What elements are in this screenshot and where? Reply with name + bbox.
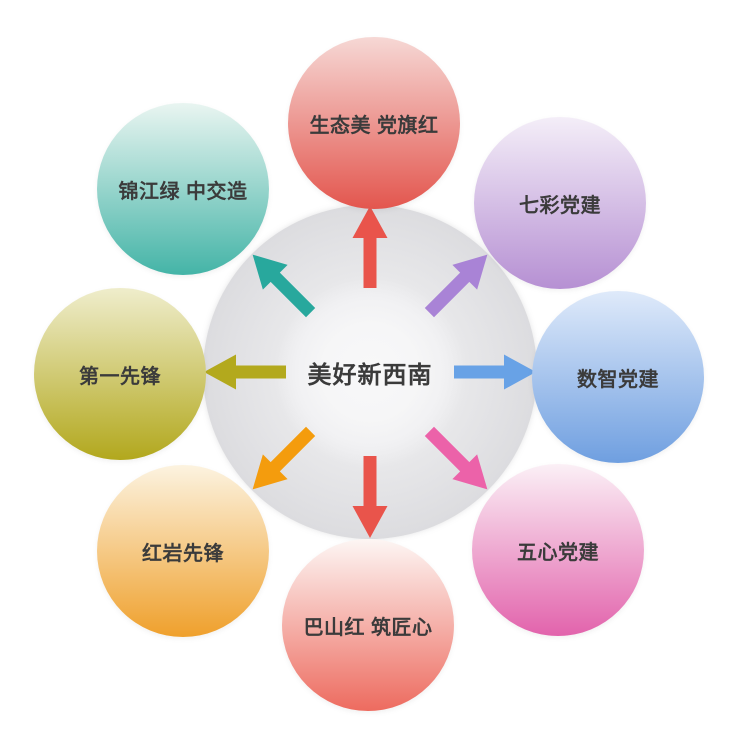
arrow-top bbox=[352, 206, 388, 288]
node-label: 数智党建 bbox=[577, 368, 659, 391]
node-label: 红岩先锋 bbox=[142, 542, 224, 565]
node-label: 五心党建 bbox=[517, 541, 599, 564]
arrow-left bbox=[204, 354, 286, 390]
node-label: 第一先锋 bbox=[79, 365, 161, 388]
arrow-bottom-left bbox=[252, 426, 316, 490]
hub-label: 美好新西南 bbox=[307, 361, 433, 389]
node-circle-left: 第一先锋 bbox=[34, 288, 206, 460]
node-circle-top-left: 锦江绿 中交造 bbox=[97, 103, 269, 275]
node-label: 巴山红 筑匠心 bbox=[303, 616, 433, 639]
node-circle-bottom-left: 红岩先锋 bbox=[97, 465, 269, 637]
arrow-top-right bbox=[424, 254, 488, 318]
node-circle-bottom-right: 五心党建 bbox=[472, 464, 644, 636]
node-circle-bottom: 巴山红 筑匠心 bbox=[282, 539, 454, 711]
arrow-bottom bbox=[352, 456, 388, 538]
node-label: 七彩党建 bbox=[519, 194, 601, 217]
node-circle-top-right: 七彩党建 bbox=[474, 117, 646, 289]
arrow-bottom-right bbox=[424, 426, 488, 490]
node-circle-top: 生态美 党旗红 bbox=[288, 37, 460, 209]
node-label: 锦江绿 中交造 bbox=[118, 180, 248, 203]
node-circle-right: 数智党建 bbox=[532, 291, 704, 463]
arrow-right bbox=[454, 354, 536, 390]
arrow-top-left bbox=[252, 254, 316, 318]
node-label: 生态美 党旗红 bbox=[309, 114, 439, 137]
